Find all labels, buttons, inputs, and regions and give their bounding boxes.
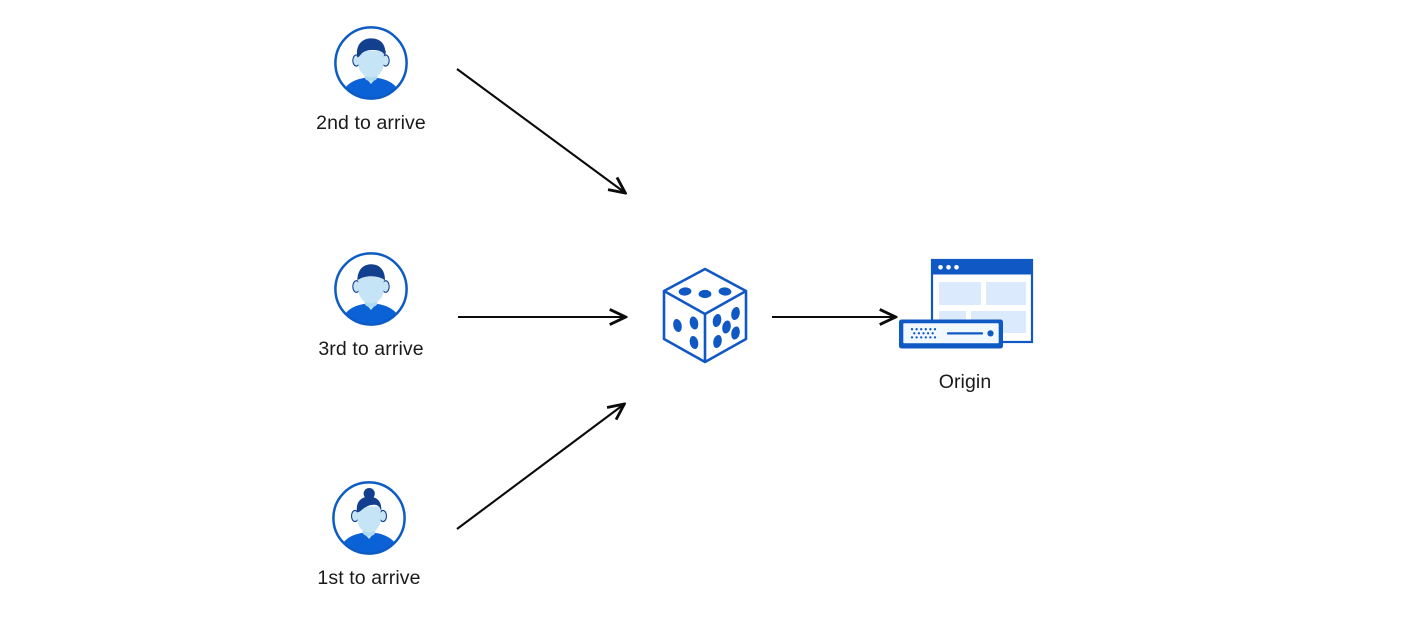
node-visitor-2nd[interactable]: 2nd to arrive xyxy=(296,24,446,135)
node-origin[interactable]: Origin xyxy=(855,256,1075,394)
user-avatar-female-icon xyxy=(332,481,406,555)
node-label-visitor-1st: 1st to arrive xyxy=(317,567,421,589)
node-randomizer[interactable] xyxy=(655,263,765,373)
connector-1st-to-randomizer xyxy=(456,405,623,530)
dice-icon xyxy=(662,267,748,364)
node-label-origin: Origin xyxy=(938,371,992,393)
user-avatar-icon xyxy=(334,26,408,100)
node-label-visitor-2nd: 2nd to arrive xyxy=(316,112,426,134)
user-avatar-icon xyxy=(334,252,408,326)
node-visitor-3rd[interactable]: 3rd to arrive xyxy=(296,250,446,361)
server-device-shape xyxy=(899,319,1003,349)
node-label-visitor-3rd: 3rd to arrive xyxy=(318,338,424,360)
connector-2nd-to-randomizer xyxy=(456,68,624,192)
node-visitor-1st[interactable]: 1st to arrive xyxy=(294,479,444,590)
origin-server-icon xyxy=(899,258,1034,349)
